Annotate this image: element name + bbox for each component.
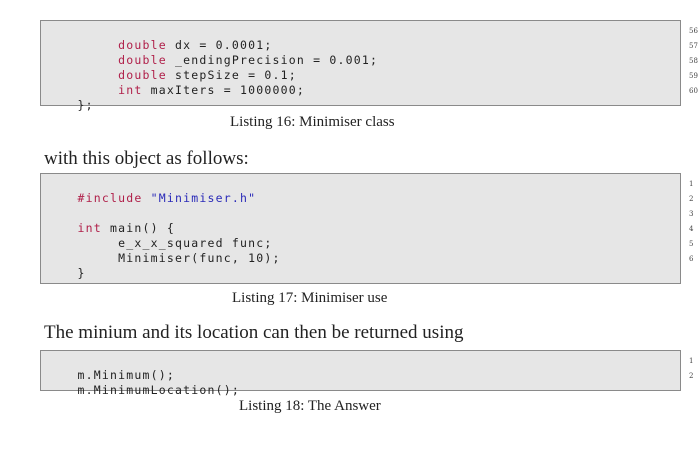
code-line: #include "Minimiser.h" 1: [45, 176, 694, 205]
line-number: 1: [689, 180, 694, 188]
paragraph-text: with this object as follows:: [44, 148, 249, 169]
code-text: Minimiser(func, 10);: [118, 251, 281, 265]
code-text: main() {: [101, 221, 175, 235]
preprocessor-directive: #include: [77, 191, 143, 205]
code-line: } 6: [45, 251, 694, 280]
code-line: 2: [45, 191, 693, 206]
code-line: int maxIters = 1000000; 59: [45, 68, 698, 97]
line-number: 3: [689, 210, 694, 218]
line-number: 2: [689, 195, 694, 203]
code-line: e_x_x_squared func; 4: [45, 221, 693, 250]
code-line: double stepSize = 0.1; 58: [45, 53, 698, 82]
listing-17-caption: Listing 17: Minimiser use: [232, 290, 388, 306]
code-text: maxIters = 1000000;: [142, 83, 305, 97]
line-number: 60: [689, 87, 698, 95]
line-number: 2: [689, 372, 694, 380]
line-number: 4: [689, 225, 694, 233]
code-listing-16: double dx = 0.0001; 56 double _endingPre…: [40, 20, 698, 112]
code-line: double dx = 0.0001; 56: [45, 23, 698, 52]
line-number: 1: [689, 357, 694, 365]
code-line: int main() { 3: [45, 206, 694, 235]
line-number: 57: [689, 42, 698, 50]
code-keyword: double: [118, 53, 167, 67]
code-text: stepSize = 0.1;: [166, 68, 297, 82]
code-text: }: [77, 266, 86, 280]
listing-18-caption: Listing 18: The Answer: [239, 398, 381, 414]
line-number: 58: [689, 57, 698, 65]
line-number: 5: [689, 240, 694, 248]
line-number: 6: [689, 255, 694, 263]
code-text: e_x_x_squared func;: [118, 236, 273, 250]
code-keyword: int: [118, 83, 143, 97]
paragraph-text: The minium and its location can then be …: [44, 322, 464, 343]
code-text: m.Minimum();: [77, 368, 175, 382]
code-text: m.MinimumLocation();: [77, 383, 240, 397]
code-line: m.MinimumLocation(); 2: [45, 368, 694, 397]
listing-16-caption: Listing 16: Minimiser class: [230, 114, 395, 130]
code-line: double _endingPrecision = 0.001; 57: [45, 38, 698, 67]
code-keyword: int: [77, 221, 102, 235]
code-keyword: double: [118, 38, 167, 52]
code-line: Minimiser(func, 10); 5: [45, 236, 693, 265]
code-line: }; 60: [45, 83, 698, 112]
code-text: _endingPrecision = 0.001;: [166, 53, 379, 67]
code-text: };: [77, 98, 94, 112]
code-text: dx = 0.0001;: [166, 38, 273, 52]
code-string: "Minimiser.h": [150, 191, 257, 205]
code-listing-17: #include "Minimiser.h" 1 2 int main() { …: [40, 173, 694, 284]
line-number: 59: [689, 72, 698, 80]
code-listing-18: m.Minimum(); 1 m.MinimumLocation(); 2: [40, 350, 694, 397]
code-keyword: double: [118, 68, 167, 82]
line-number: 56: [689, 27, 698, 35]
code-line: m.Minimum(); 1: [45, 353, 694, 382]
